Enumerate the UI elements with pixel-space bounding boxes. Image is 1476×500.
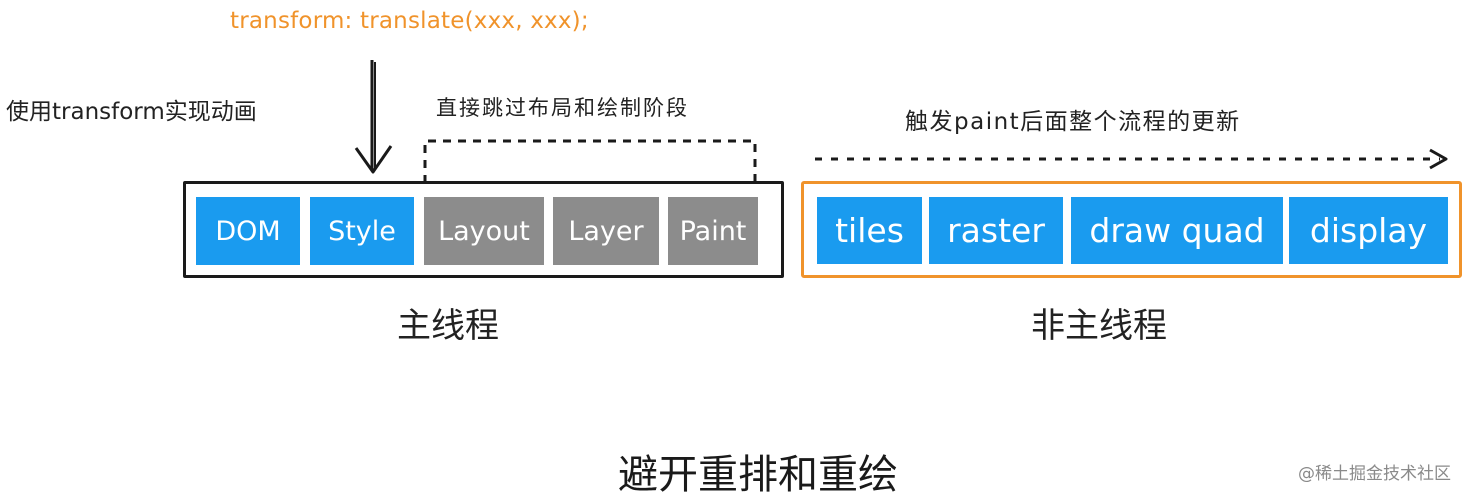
other-thread-label: 非主线程	[1031, 306, 1167, 346]
stage-tiles: tiles	[817, 197, 922, 264]
main-thread-frame	[183, 181, 784, 278]
stage-paint: Paint	[668, 197, 758, 265]
watermark: @稀土掘金技术社区	[1298, 464, 1451, 484]
stage-raster: raster	[929, 197, 1063, 264]
main-thread-label: 主线程	[397, 306, 499, 346]
stage-layout: Layout	[424, 197, 544, 265]
note-transform-animation: 使用transform实现动画	[6, 99, 257, 125]
other-thread-frame	[801, 181, 1462, 278]
diagram-caption: 避开重排和重绘	[618, 452, 898, 498]
right-arrow-icon	[815, 148, 1448, 170]
stage-dom: DOM	[196, 197, 300, 265]
down-arrow-icon	[354, 60, 393, 174]
stage-draw-quad: draw quad	[1071, 197, 1283, 264]
stage-layer: Layer	[553, 197, 659, 265]
note-skip-layout-paint: 直接跳过布局和绘制阶段	[436, 96, 689, 120]
code-snippet: transform: translate(xxx, xxx);	[230, 8, 589, 34]
note-trigger-after-paint: 触发paint后面整个流程的更新	[905, 109, 1241, 135]
skip-bracket	[423, 139, 757, 183]
stage-display: display	[1289, 197, 1448, 264]
stage-style: Style	[310, 197, 414, 265]
